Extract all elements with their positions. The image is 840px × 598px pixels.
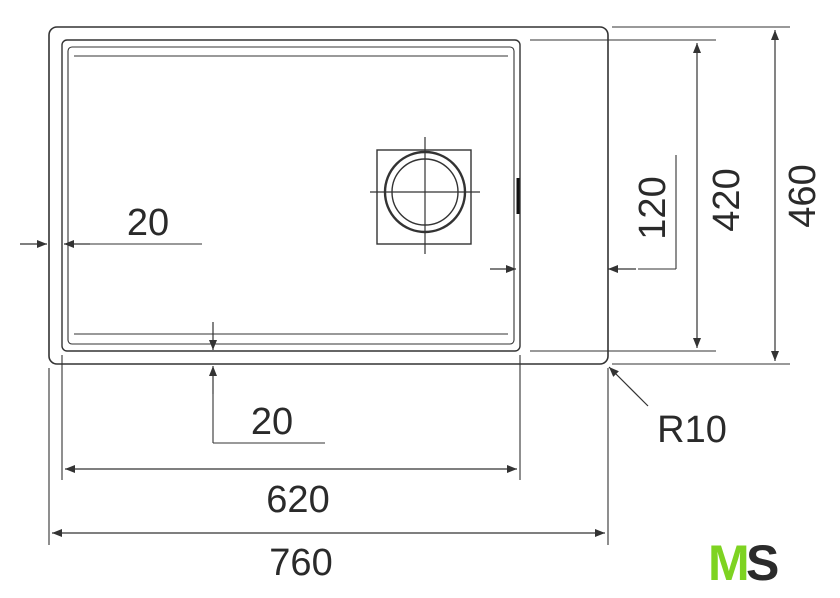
dim-side-20-label: 20 xyxy=(127,202,169,244)
sink-outer-outline xyxy=(48,26,609,365)
ms-logo: M S xyxy=(708,535,779,591)
dim-bottom-20-label: 20 xyxy=(251,401,293,443)
drain-icon xyxy=(370,137,480,254)
logo-letter-m: M xyxy=(708,535,750,591)
radius-leader xyxy=(608,366,649,407)
dim-760-label: 760 xyxy=(269,542,332,584)
radius-label: R10 xyxy=(657,409,727,451)
dim-120-label: 120 xyxy=(632,176,674,239)
extension-lines xyxy=(48,26,790,545)
dim-460-label: 460 xyxy=(782,164,824,227)
logo-letter-s: S xyxy=(746,535,779,591)
bowl-outer-outline xyxy=(61,39,521,352)
dim-620-label: 620 xyxy=(266,479,329,521)
dim-420-label: 420 xyxy=(706,168,748,231)
bowl-inner-outline xyxy=(67,46,515,345)
